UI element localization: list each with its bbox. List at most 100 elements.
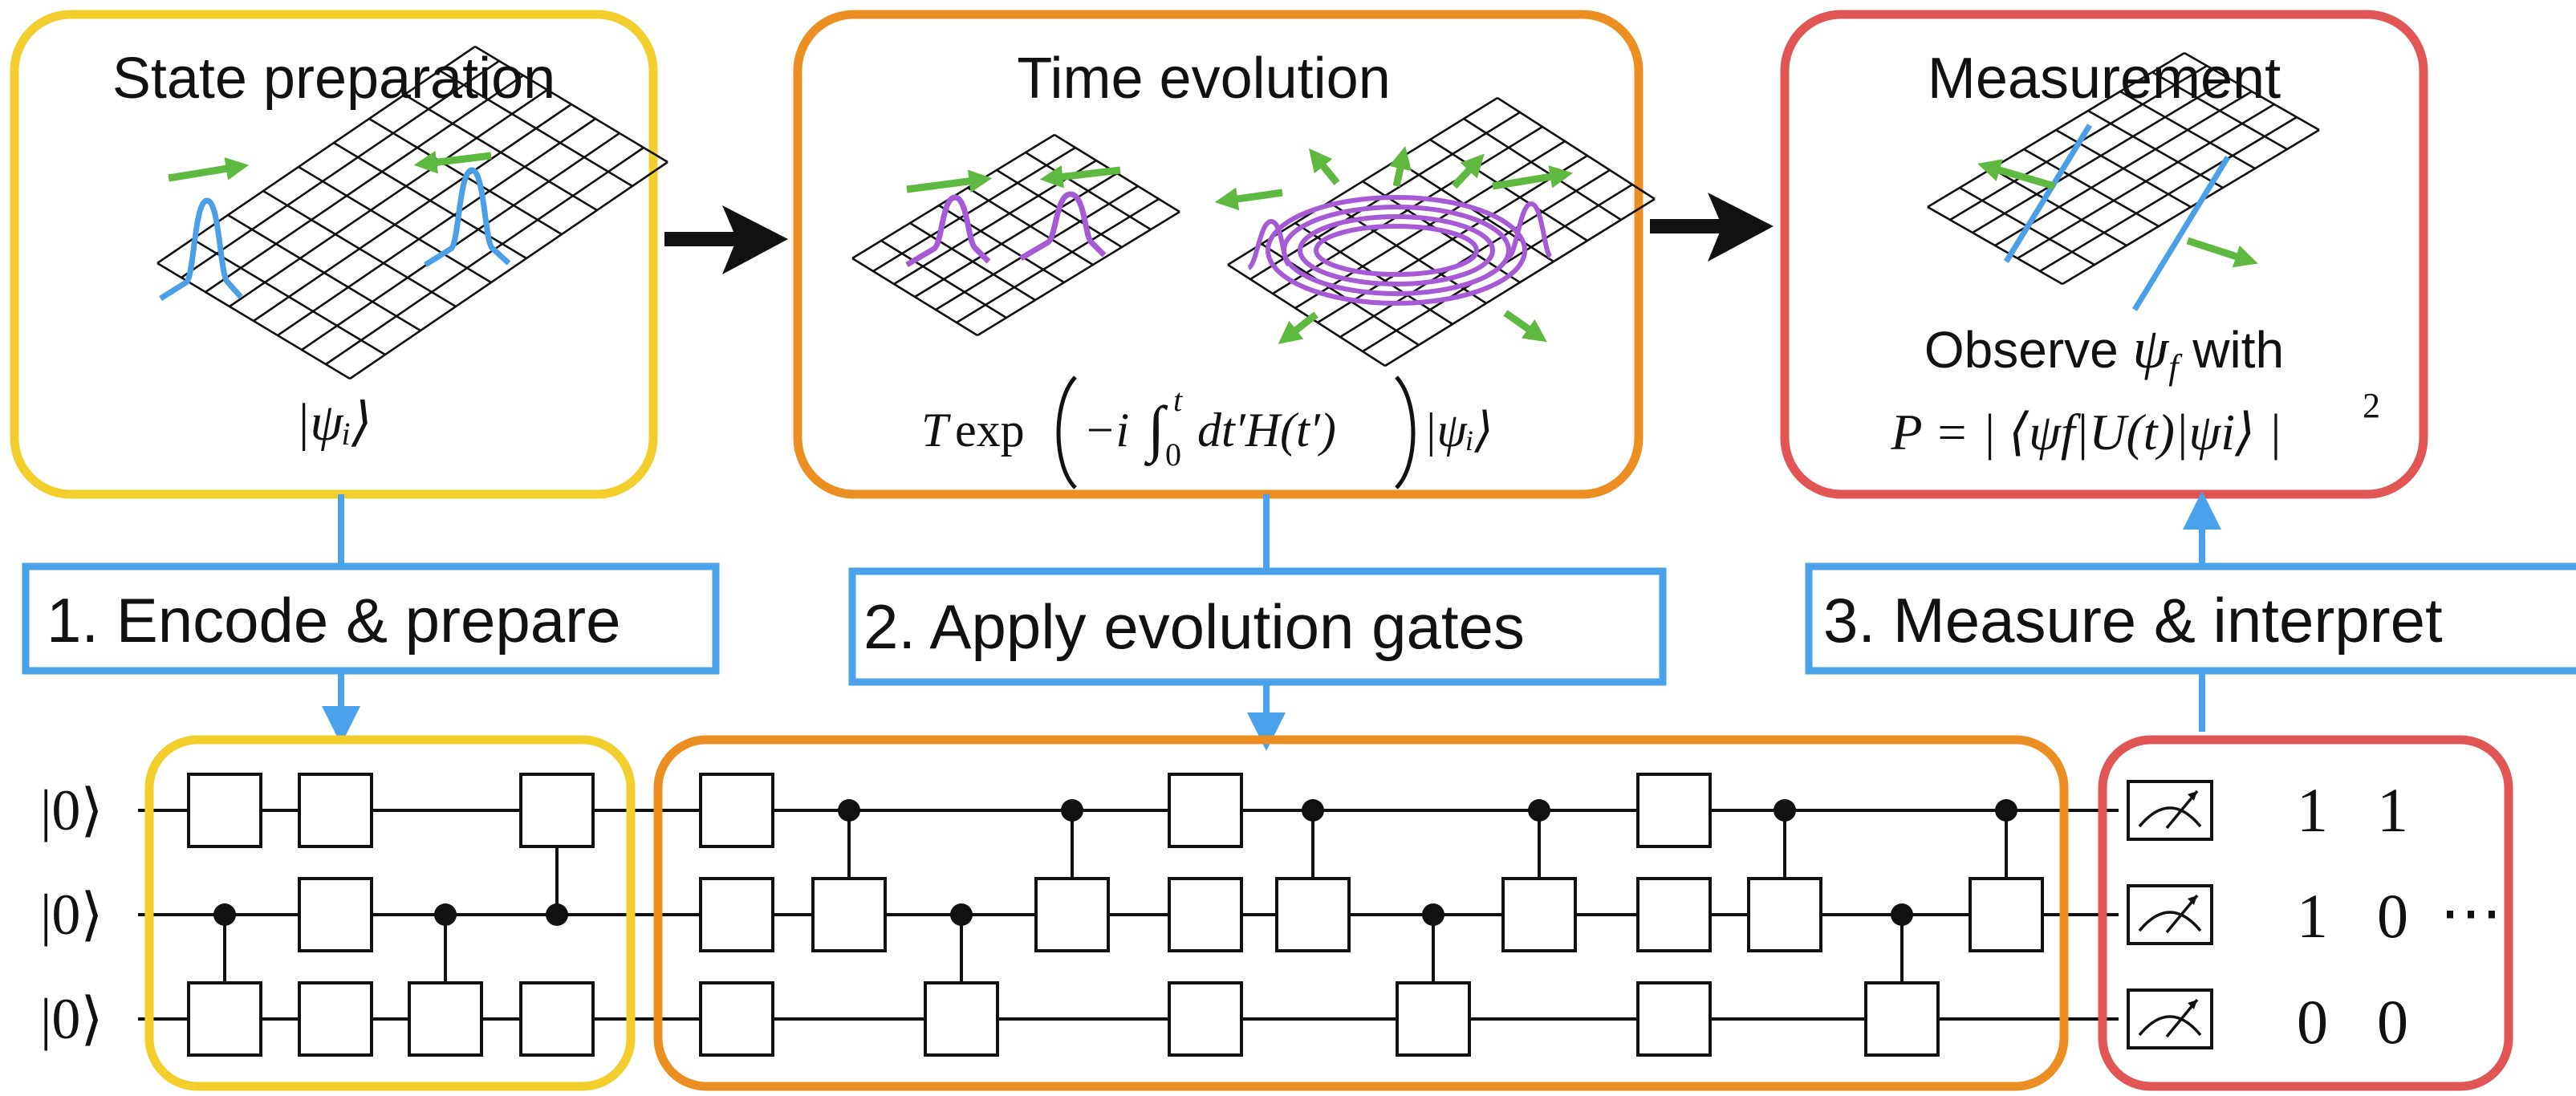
- result-bit: 1: [2297, 775, 2328, 845]
- state-preparation-frame: [10, 10, 658, 499]
- control-dot: [546, 903, 568, 926]
- step-apply-evolution: 2. Apply evolution gates: [848, 494, 1667, 751]
- quantum-gate: [1168, 773, 1243, 848]
- quantum-gate: [1168, 981, 1243, 1057]
- result-bit: 0: [2297, 987, 2328, 1057]
- state-preparation-title: State preparation: [112, 47, 555, 111]
- control-dot: [1995, 799, 2017, 822]
- quantum-gate: [519, 981, 595, 1057]
- step-box: [22, 562, 720, 675]
- quantum-gate: [1636, 877, 1712, 952]
- step-label: 1. Encode & prepare: [47, 585, 620, 656]
- control-dot: [434, 903, 457, 926]
- formula-minus-i: −i: [1083, 404, 1129, 457]
- observe-text: Observe ψf with: [1924, 316, 2284, 387]
- quantum-gate: [1501, 877, 1577, 952]
- time-evolution-panel: Time evolution T exp: [793, 10, 1656, 499]
- formula-lower-limit: 0: [1165, 436, 1181, 473]
- measure-section-frame: [2098, 735, 2513, 1091]
- control-dot: [1061, 799, 1083, 822]
- quantum-gate: [408, 981, 483, 1057]
- step-box: [848, 567, 1667, 686]
- quantum-gate: [298, 877, 373, 952]
- right-paren-icon: [1395, 375, 1416, 489]
- control-dot: [1528, 799, 1550, 822]
- result-bit: 1: [2297, 881, 2328, 951]
- lattice-grid-icon: [1927, 51, 2320, 286]
- measurement-meter-icon: [2127, 780, 2213, 841]
- qubit-label: |0⟩: [40, 778, 104, 842]
- quantum-gate: [298, 773, 373, 848]
- measurement-meter-icon: [2127, 988, 2213, 1049]
- quantum-gate: [1747, 877, 1822, 952]
- quantum-gate: [1034, 877, 1110, 952]
- control-dot: [1422, 903, 1444, 926]
- left-paren-icon: [1056, 375, 1077, 489]
- time-evolution-frame: [793, 10, 1644, 499]
- quantum-gate: [699, 981, 774, 1057]
- evolution-section-frame: [653, 735, 2069, 1091]
- quantum-gate: [187, 773, 262, 848]
- detector-line-right-icon: [2132, 156, 2230, 311]
- quantum-gate: [519, 773, 595, 848]
- lattice-grid-left-icon: [851, 133, 1180, 337]
- control-dot: [1891, 903, 1913, 926]
- quantum-gate: [1864, 981, 1940, 1057]
- state-preparation-panel: State preparation |ψᵢ⟩: [10, 10, 668, 499]
- control-dot: [1774, 799, 1796, 822]
- outgoing-arrows-icon: [1214, 145, 1574, 344]
- right-arrow-icon: [906, 169, 993, 193]
- control-dot: [838, 799, 860, 822]
- wave-packet-purple-left-icon: [905, 194, 991, 268]
- quantum-gate: [1168, 877, 1243, 952]
- detector-line-left-icon: [2004, 124, 2092, 263]
- wave-packet-right-icon: [424, 167, 511, 267]
- detected-arrow-right-icon: [2186, 237, 2258, 268]
- formula-t: T: [921, 404, 951, 457]
- step-label: 3. Measure & interpret: [1823, 585, 2443, 656]
- formula-integral: ∫: [1144, 393, 1168, 466]
- left-arrow-icon: [413, 150, 492, 174]
- measurement-meter-icon: [2127, 884, 2213, 945]
- quantum-gate: [1275, 877, 1351, 952]
- quantum-gate: [699, 773, 774, 848]
- ellipsis: ⋯: [2440, 878, 2502, 948]
- wave-packet-purple-right-icon: [1019, 191, 1107, 262]
- quantum-gate: [1636, 981, 1712, 1057]
- right-arrow-icon: [168, 157, 250, 182]
- measurement-frame: [1780, 10, 2428, 499]
- formula-ket: |ψᵢ⟩: [1424, 404, 1493, 457]
- prepare-section-frame: [144, 735, 636, 1091]
- left-arrow-icon: [1039, 165, 1121, 189]
- result-bit: 0: [2377, 881, 2408, 951]
- wave-packet-left-icon: [159, 197, 243, 301]
- quantum-gate: [924, 981, 999, 1057]
- quantum-gate: [298, 981, 373, 1057]
- control-dot: [213, 903, 236, 926]
- quantum-gate: [187, 981, 262, 1057]
- result-bit: 0: [2377, 987, 2408, 1057]
- transition-arrow-icon: [664, 205, 788, 274]
- control-dot: [1302, 799, 1324, 822]
- quantum-gate: [1969, 877, 2044, 952]
- detected-arrow-left-icon: [1977, 159, 2056, 190]
- qubit-label: |0⟩: [40, 883, 104, 947]
- probability-formula: P = | ⟨ψf|U(t)|ψi⟩ |: [1890, 404, 2281, 461]
- formula-upper-limit: t: [1173, 382, 1183, 418]
- formula-body: dt′H(t′): [1197, 404, 1336, 457]
- time-evolution-formula: T exp −i ∫ t 0 dt′H(t′) |ψᵢ⟩: [921, 375, 1493, 489]
- control-dot: [950, 903, 973, 926]
- transition-arrow-icon: [1650, 193, 1774, 262]
- quantum-gate: [811, 877, 887, 952]
- scattering-rings-icon: [1246, 195, 1553, 306]
- quantum-gate: [699, 877, 774, 952]
- quantum-circuit: |0⟩ |0⟩ |0⟩ 1 1 1 0 ⋯ 0 0: [40, 735, 2513, 1091]
- step-label: 2. Apply evolution gates: [863, 591, 1525, 662]
- result-bit: 1: [2377, 775, 2408, 845]
- measurement-panel: Measurement Observe ψf with P = | ⟨ψf|U(…: [1780, 10, 2428, 499]
- quantum-gate: [1396, 981, 1471, 1057]
- quantum-gate: [1636, 773, 1712, 848]
- initial-state-ket: |ψᵢ⟩: [295, 393, 372, 452]
- formula-exp: exp: [955, 404, 1025, 457]
